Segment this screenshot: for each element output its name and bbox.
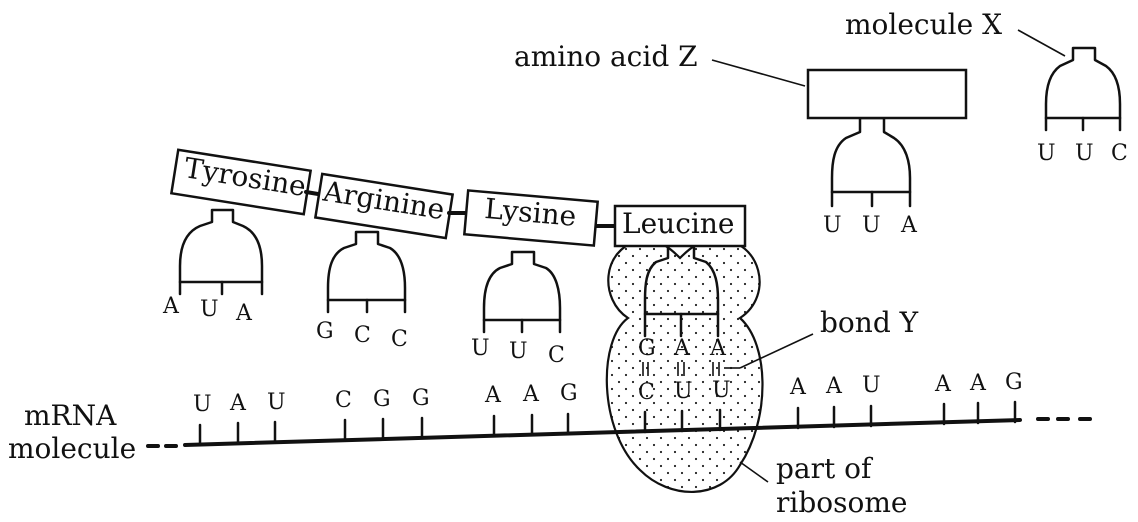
trna-6-molecule-x: U U C — [1037, 48, 1128, 166]
anticodon-base: G — [316, 319, 334, 344]
codon-base: U — [862, 373, 881, 398]
codon-base: A — [484, 383, 502, 408]
anticodon-base: A — [235, 301, 253, 326]
anticodon-base: G — [638, 336, 656, 361]
anticodon-base: A — [673, 336, 691, 361]
anticodon-base: C — [391, 327, 408, 352]
anticodon-base: C — [1111, 141, 1128, 166]
molecule-x-label: molecule X — [845, 8, 1002, 41]
mrna-label: mRNA — [24, 399, 117, 432]
trna-5: U U A — [823, 118, 918, 238]
bond-y-label: bond Y — [820, 306, 919, 339]
anticodon-base: U — [1075, 141, 1094, 166]
codon-base: G — [560, 381, 578, 406]
trna-2: G C C — [316, 232, 408, 352]
codon-base: A — [522, 382, 540, 407]
anticodon-base: C — [548, 343, 565, 368]
mrna-molecule-label: molecule — [8, 432, 136, 465]
codon-base: A — [969, 371, 987, 396]
anticodon-base: U — [1037, 141, 1056, 166]
codon-base: A — [229, 391, 247, 416]
anticodon-base: U — [471, 336, 490, 361]
codon-base: C — [638, 380, 655, 405]
anticodon-base: U — [862, 213, 881, 238]
anticodon-base: A — [162, 294, 180, 319]
codon-base: U — [193, 392, 212, 417]
codon-base: A — [789, 375, 807, 400]
anticodon-base: U — [509, 339, 528, 364]
codon-base: U — [674, 379, 693, 404]
codon-base: A — [934, 372, 952, 397]
amino-acid-z-box — [808, 70, 966, 118]
codon-base: A — [825, 374, 843, 399]
anticodon-base: A — [900, 213, 918, 238]
trna-3: U U C — [471, 252, 565, 368]
amino-acid-label: Leucine — [622, 207, 734, 240]
codon-base: U — [267, 390, 286, 415]
amino-acid-z-label: amino acid Z — [514, 40, 698, 73]
trna-1: A U A — [162, 210, 262, 326]
ribosome-label-line1: part of — [776, 452, 874, 485]
anticodon-base: U — [823, 213, 842, 238]
codon-base: U — [712, 378, 731, 403]
codon-base: C — [335, 388, 352, 413]
codon-base: G — [412, 386, 430, 411]
ribosome-label-line2: ribosome — [776, 486, 907, 519]
codon-base: G — [373, 387, 391, 412]
anticodon-base: A — [709, 336, 727, 361]
polypeptide-chain: Tyrosine Arginine Lysine Leucine — [171, 150, 745, 246]
anticodon-base: C — [354, 323, 371, 348]
anticodon-base: U — [200, 297, 219, 322]
codon-base: G — [1005, 370, 1023, 395]
